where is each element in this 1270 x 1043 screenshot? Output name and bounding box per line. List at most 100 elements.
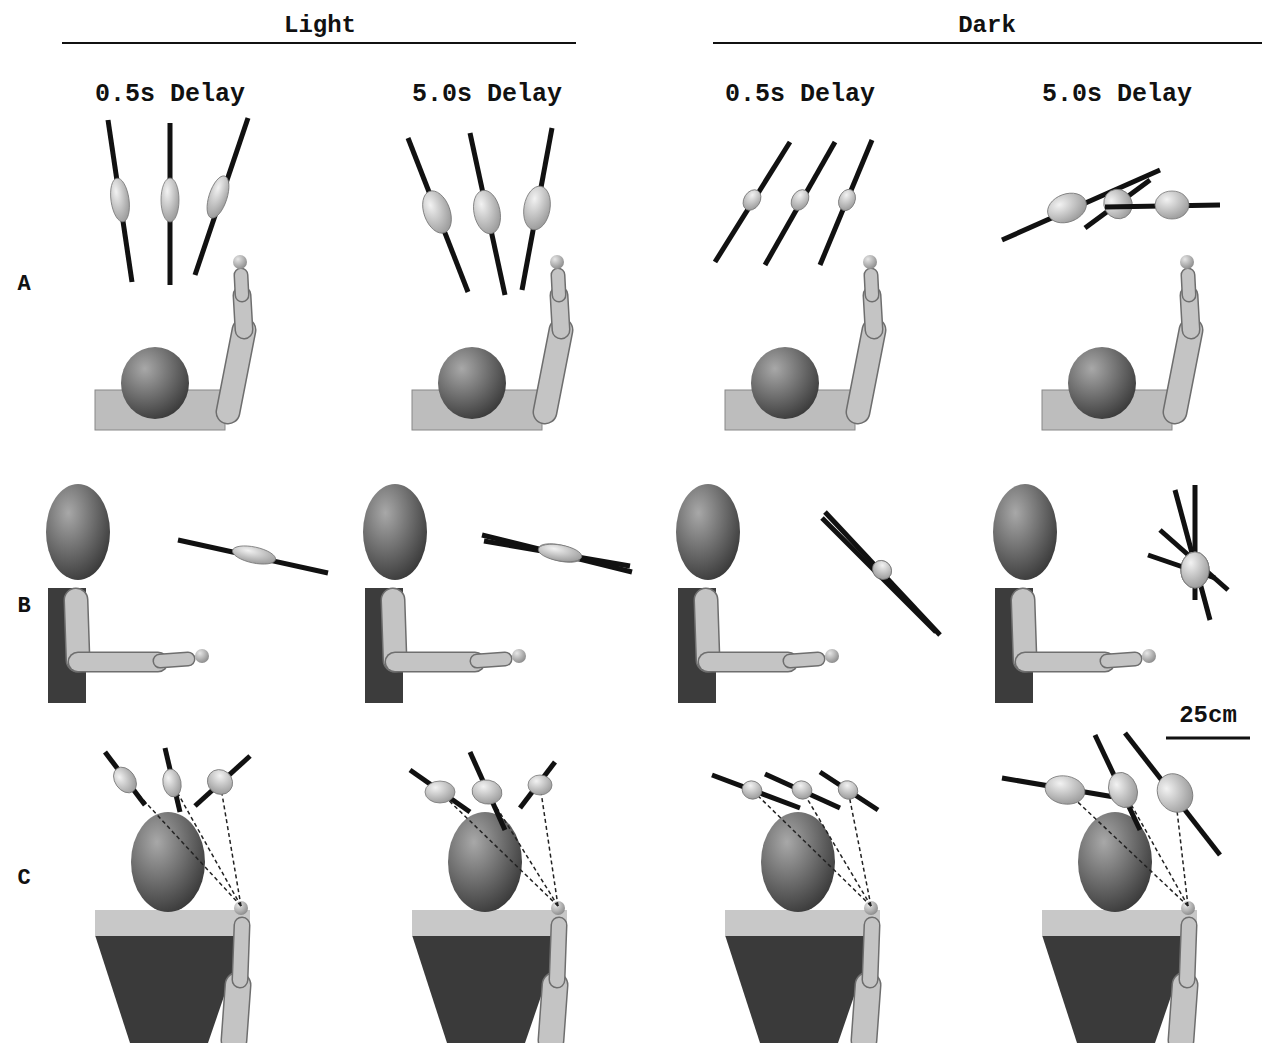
error-ellipsoid <box>203 173 234 220</box>
limb <box>871 275 872 295</box>
panel-c <box>1002 733 1220 1043</box>
error-ellipsoid <box>1043 773 1087 808</box>
panel-c <box>712 772 880 1043</box>
error-ellipsoid <box>1098 184 1137 224</box>
error-ellipsoid <box>231 543 277 568</box>
condition-header: Light <box>284 14 356 38</box>
limb <box>708 653 788 671</box>
torso <box>1042 935 1192 1043</box>
fingertip <box>863 255 877 269</box>
limb-outline <box>551 985 555 1040</box>
limb <box>870 925 872 980</box>
limb-outline <box>790 659 818 661</box>
error-ellipsoid <box>202 764 237 799</box>
limb-outline <box>160 659 188 661</box>
eigen-axis <box>108 120 132 282</box>
limb <box>1181 985 1185 1040</box>
limb <box>240 925 242 980</box>
eigen-axis <box>712 775 800 808</box>
limb-outline <box>545 330 561 412</box>
error-ellipsoid <box>161 768 184 799</box>
reach-path <box>540 785 558 906</box>
error-ellipsoid <box>109 763 141 797</box>
limb <box>858 330 874 412</box>
limb <box>1175 330 1191 412</box>
limb-outline <box>871 275 872 295</box>
error-ellipsoid <box>1181 552 1209 588</box>
limb <box>234 985 238 1040</box>
panel-a <box>95 118 248 430</box>
head <box>751 347 819 419</box>
eigen-axis <box>195 118 248 275</box>
delay-header: 0.5s Delay <box>725 82 875 107</box>
error-ellipsoid <box>161 178 179 222</box>
eigen-axis <box>484 541 630 566</box>
limb-outline <box>228 330 244 412</box>
limb-outline <box>1187 925 1189 980</box>
eigen-axis <box>822 518 936 632</box>
panel-c <box>95 748 250 1043</box>
fingertip <box>1180 255 1194 269</box>
error-ellipsoid <box>1155 191 1189 219</box>
limb-outline <box>1023 600 1025 660</box>
error-ellipsoid <box>1043 188 1090 228</box>
torso <box>995 588 1033 703</box>
panel-b <box>46 484 328 703</box>
limb <box>160 659 188 661</box>
error-ellipsoid <box>537 540 583 565</box>
eigen-axis <box>1125 733 1220 855</box>
error-ellipsoid <box>835 187 858 213</box>
panel-b <box>993 484 1228 703</box>
fingertip <box>825 649 839 663</box>
limb <box>228 330 244 412</box>
error-ellipsoid <box>869 557 896 584</box>
reach-path <box>752 790 871 906</box>
eigen-axis <box>410 770 470 812</box>
torso <box>365 588 403 703</box>
eigen-axis <box>105 752 145 805</box>
limb-outline <box>234 985 238 1040</box>
limb <box>76 600 78 660</box>
head <box>438 347 506 419</box>
head <box>676 484 740 580</box>
header-rule <box>713 42 1262 44</box>
error-ellipsoid <box>470 778 504 807</box>
delay-header: 5.0s Delay <box>1042 82 1192 107</box>
head <box>993 484 1057 580</box>
scale-label: 25cm <box>1179 704 1237 728</box>
limb-outline <box>1175 330 1191 412</box>
torso <box>412 935 562 1043</box>
panel-c <box>410 752 567 1043</box>
limb <box>706 600 708 660</box>
limb-outline <box>477 659 505 661</box>
limb-outline <box>78 652 158 673</box>
panel-a <box>715 140 877 430</box>
limb <box>545 330 561 412</box>
eigen-axis <box>470 752 505 830</box>
error-ellipsoid <box>425 781 455 803</box>
error-ellipsoid <box>1181 552 1209 588</box>
limb-outline <box>1188 275 1189 295</box>
error-ellipsoid <box>528 775 552 795</box>
limb-outline <box>870 925 872 980</box>
head <box>46 484 110 580</box>
fingertip <box>195 649 209 663</box>
limb-outline <box>1181 985 1185 1040</box>
panel-letter: A <box>17 274 30 296</box>
error-ellipsoid <box>835 777 861 803</box>
limb <box>1188 275 1189 295</box>
eigen-axis <box>470 133 505 295</box>
error-ellipsoid <box>740 778 765 802</box>
limb-outline <box>1107 659 1135 661</box>
head <box>1068 347 1136 419</box>
error-ellipsoid <box>537 541 583 564</box>
panel-b <box>676 484 940 703</box>
error-ellipsoid <box>1104 768 1143 811</box>
limb-outline <box>864 985 868 1040</box>
fingertip <box>512 649 526 663</box>
limb <box>1107 659 1135 661</box>
panel-b <box>363 484 632 703</box>
fingertip <box>550 255 564 269</box>
head <box>121 347 189 419</box>
